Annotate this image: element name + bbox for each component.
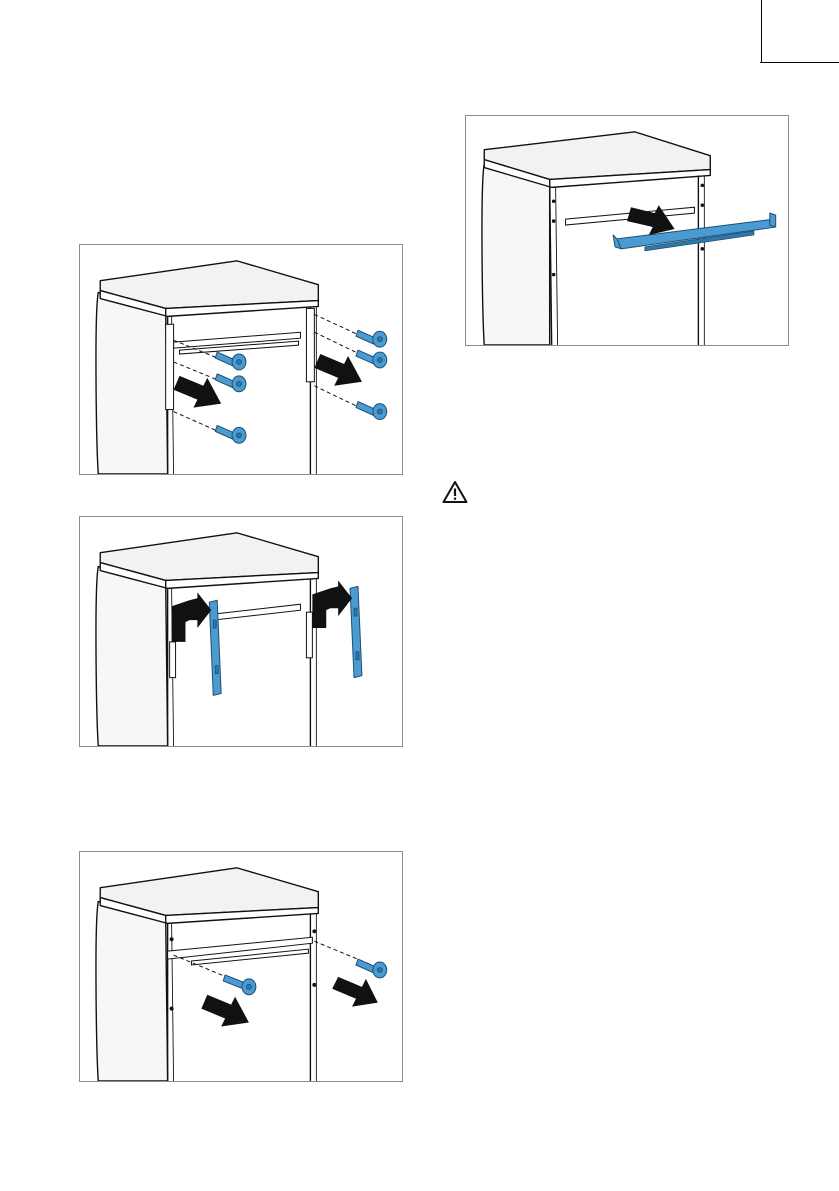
screw-hole <box>552 199 556 203</box>
screw-icon <box>356 959 387 978</box>
right-bracket <box>306 308 314 381</box>
mounting-rail <box>213 604 300 620</box>
direction-arrow-icon <box>172 592 212 642</box>
screw-hole <box>701 203 705 207</box>
left-bracket-outline <box>170 642 176 678</box>
screw-hole <box>170 937 174 941</box>
figure-remove-rear-rail <box>465 115 789 346</box>
right-bracket-outline <box>306 612 312 658</box>
appliance-side-panel <box>482 164 550 345</box>
screw-icon <box>215 425 246 443</box>
screw-icon <box>356 402 387 420</box>
left-bracket <box>166 324 174 409</box>
appliance-side-panel <box>96 902 168 1081</box>
screw-hole <box>552 273 556 277</box>
appliance-rear-rail-drawing <box>466 116 788 345</box>
inner-edge-line <box>172 923 174 1081</box>
screw-icon <box>356 350 387 368</box>
appliance-side-panel <box>96 293 168 474</box>
direction-arrow-icon <box>314 354 362 386</box>
figure-remove-rear-screws <box>79 851 403 1082</box>
direction-arrow-icon <box>312 580 352 628</box>
crop-mark-vertical <box>761 0 762 62</box>
screw-hole <box>312 983 316 987</box>
appliance-side-rails-drawing <box>80 517 402 746</box>
screw-icon <box>215 352 246 370</box>
screw-hole <box>701 184 705 188</box>
appliance-rear-screws-drawing <box>80 852 402 1081</box>
screw-hole <box>552 219 556 223</box>
screw-hole <box>170 1007 174 1011</box>
side-rail-icon <box>350 586 362 677</box>
direction-arrow-icon <box>174 376 222 408</box>
screw-icon <box>356 330 387 347</box>
crop-mark-horizontal <box>760 62 839 63</box>
figure-remove-side-screws <box>79 244 403 475</box>
screw-icon <box>215 374 246 392</box>
screw-icon <box>223 975 256 995</box>
inner-edge-line <box>556 187 558 345</box>
appliance-side-panel <box>96 567 168 746</box>
warning-triangle-icon <box>442 480 468 504</box>
screw-hole <box>312 929 316 933</box>
figure-remove-side-rails <box>79 516 403 747</box>
direction-arrow-icon <box>332 977 378 1007</box>
direction-arrow-icon <box>201 995 249 1027</box>
screw-hole <box>701 247 705 251</box>
appliance-side-screws-drawing <box>80 245 402 474</box>
